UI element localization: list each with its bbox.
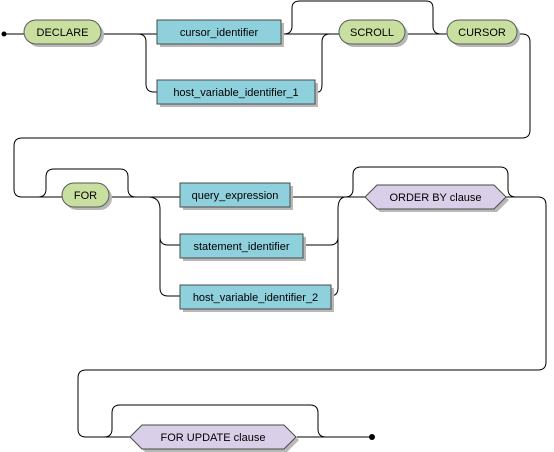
declare-keyword: DECLARE — [23, 19, 104, 47]
host-variable-identifier-2-label: host_variable_identifier_2 — [193, 292, 318, 304]
host-variable-identifier-1-box: host_variable_identifier_1 — [156, 79, 318, 107]
for-update-clause-label: FOR UPDATE clause — [161, 432, 266, 444]
for-label: FOR — [74, 190, 97, 202]
cursor-keyword: CURSOR — [446, 19, 520, 47]
for-update-clause: FOR UPDATE clause — [129, 424, 299, 452]
for-keyword: FOR — [61, 182, 112, 210]
query-expression-label: query_expression — [192, 190, 279, 202]
statement-identifier-box: statement_identifier — [179, 233, 306, 261]
host-variable-identifier-2-box: host_variable_identifier_2 — [179, 284, 334, 312]
cursor-identifier-box: cursor_identifier — [156, 19, 284, 47]
end-point — [369, 434, 375, 440]
start-point — [1, 31, 7, 37]
cursor-label: CURSOR — [458, 27, 506, 39]
scroll-label: SCROLL — [350, 27, 394, 39]
statement-identifier-label: statement_identifier — [194, 241, 290, 253]
order-by-clause-label: ORDER BY clause — [389, 192, 481, 204]
host-variable-identifier-1-label: host_variable_identifier_1 — [173, 87, 298, 99]
connector-lines — [4, 0, 547, 438]
query-expression-box: query_expression — [179, 182, 293, 210]
order-by-clause: ORDER BY clause — [364, 184, 509, 212]
cursor-identifier-label: cursor_identifier — [180, 27, 259, 39]
scroll-keyword: SCROLL — [338, 19, 408, 47]
declare-label: DECLARE — [37, 27, 89, 39]
